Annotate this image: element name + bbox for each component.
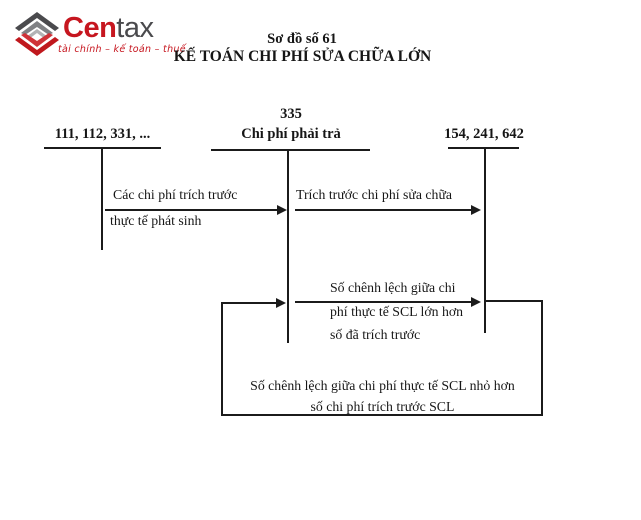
flow-excess-actual-arrowhead-icon <box>471 297 481 307</box>
reversal-box-left-edge <box>221 302 223 415</box>
flow-actual-costs-label-line1: Các chi phí trích trước <box>113 187 238 202</box>
flow-accrual-label: Trích trước chi phí sửa chữa <box>296 187 453 202</box>
flow-excess-accrued-label-line1: Số chênh lệch giữa chi phí thực tế SCL n… <box>250 378 515 393</box>
account-middle-number: 335 <box>280 106 302 122</box>
account-middle-stem <box>287 149 289 343</box>
reversal-box-top-right-edge <box>486 300 543 302</box>
flow-actual-costs-arrow-shaft <box>105 209 278 211</box>
flow-excess-accrued-arrow-shaft <box>222 302 276 304</box>
flow-actual-costs-arrowhead-icon <box>277 205 287 215</box>
flow-excess-actual-arrow-shaft <box>295 301 471 303</box>
flow-excess-accrued-arrowhead-icon <box>276 298 286 308</box>
flow-actual-costs-label-line2: thực tế phát sinh <box>110 213 202 228</box>
flow-accrual-arrow-shaft <box>295 209 471 211</box>
account-left-label: 111, 112, 331, ... <box>54 126 151 142</box>
reversal-box-bottom-edge <box>221 414 543 416</box>
account-middle-topline <box>211 149 370 151</box>
account-right-label: 154, 241, 642 <box>444 126 524 142</box>
account-middle-name: Chi phí phải trả <box>241 126 341 142</box>
flow-excess-actual-label-line2: phí thực tế SCL lớn hơn <box>330 304 464 319</box>
account-right-stem <box>484 147 486 333</box>
brand-tagline: tài chính – kế toán – thuế <box>58 44 186 55</box>
account-right-topline <box>448 147 519 149</box>
flow-accrual-arrowhead-icon <box>471 205 481 215</box>
flow-excess-accrued-label: Số chênh lệch giữa chi phí thực tế SCL n… <box>225 375 540 417</box>
brand-wordmark: Centax <box>63 12 154 44</box>
centax-logo-icon <box>15 12 59 56</box>
flow-excess-actual-label-line3: số đã trích trước <box>330 327 421 342</box>
account-left-stem <box>101 147 103 250</box>
diagram-main-title: KẾ TOÁN CHI PHÍ SỬA CHỮA LỚN <box>173 48 432 65</box>
brand-wordmark-primary: Cen <box>63 12 117 44</box>
flow-excess-accrued-label-line2: số chi phí trích trước SCL <box>310 399 455 414</box>
flow-excess-actual-label-line1: Số chênh lệch giữa chi <box>330 280 456 295</box>
diagram-number-title: Sơ đồ số 61 <box>267 31 337 47</box>
brand-wordmark-secondary: tax <box>116 12 154 44</box>
reversal-box-right-edge <box>541 300 543 416</box>
